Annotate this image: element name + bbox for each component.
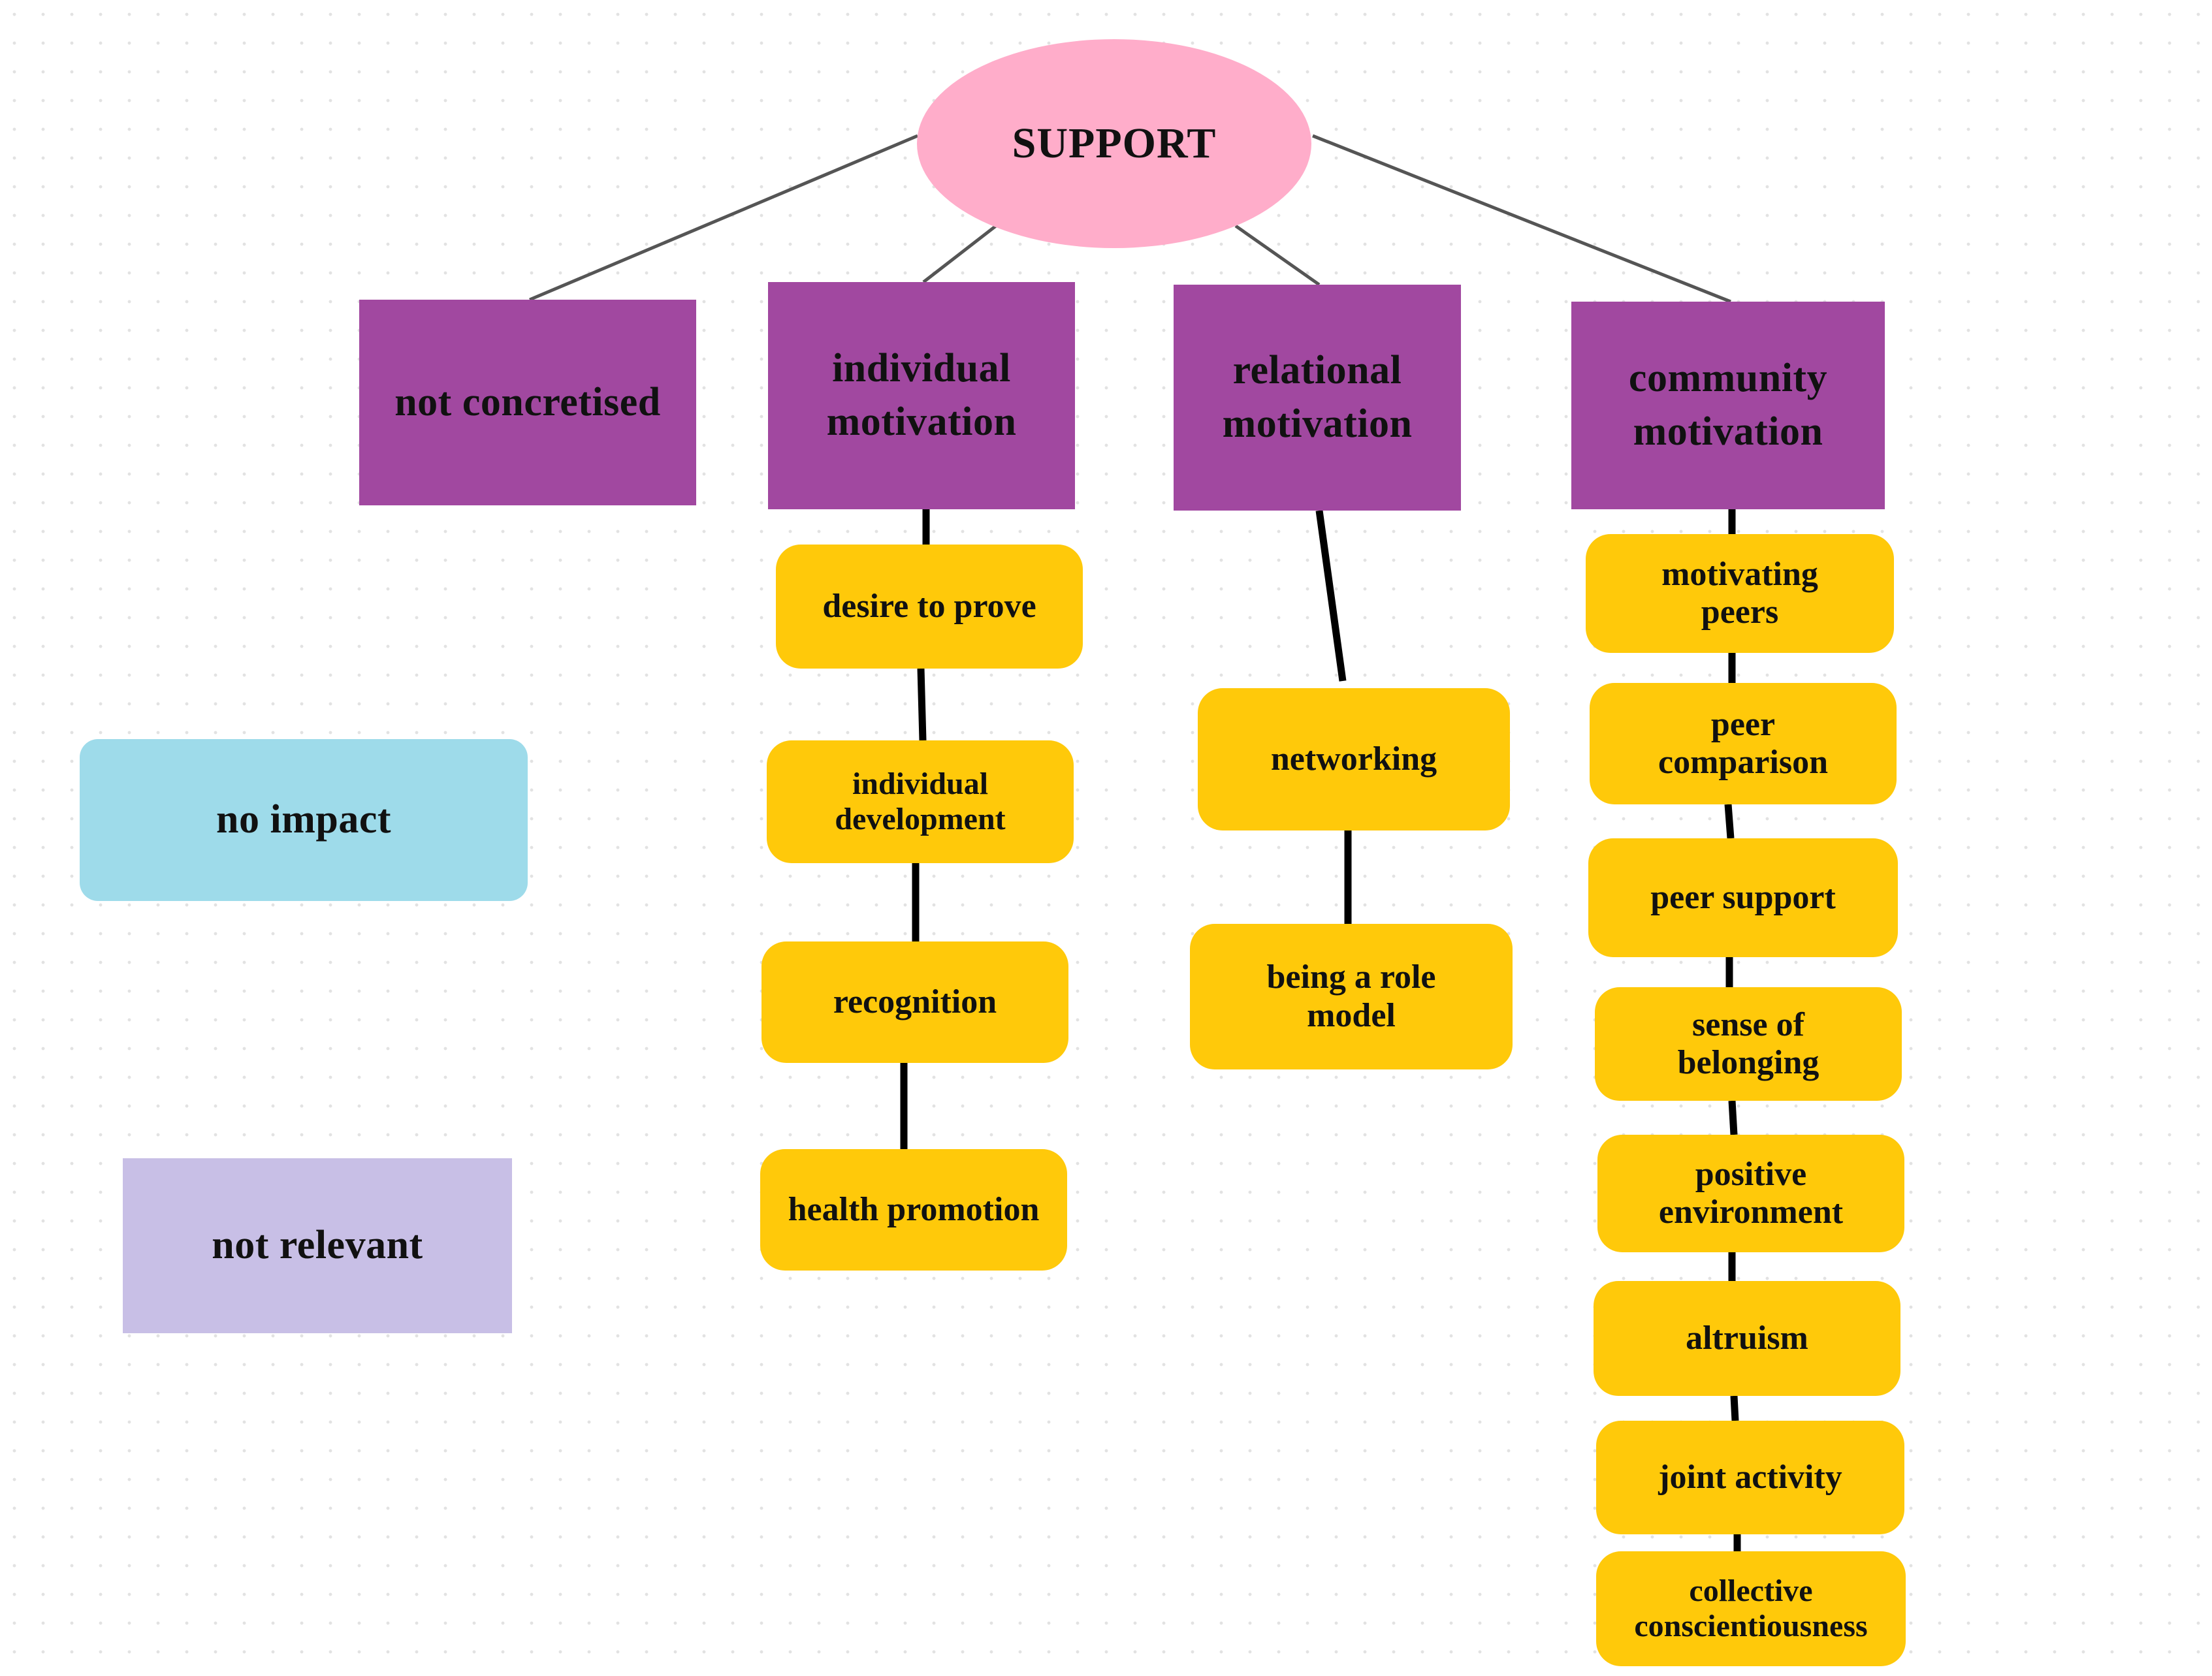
root-to-relational-line [1234, 224, 1321, 287]
item-label: networking [1270, 740, 1437, 778]
category-label: individual motivation [826, 346, 1017, 444]
legend-no-impact-label: no impact [216, 797, 391, 842]
category-relational-motivation: relational motivation [1174, 285, 1461, 511]
item-collective-conscientiousness: collective conscientiousness [1596, 1551, 1906, 1666]
community-chain-line-5 [1728, 1100, 1738, 1135]
root-to-individual-line [922, 225, 997, 283]
legend-not-relevant-label: not relevant [212, 1223, 423, 1268]
item-positive-environment: positive environment [1597, 1135, 1904, 1252]
item-peer-support: peer support [1588, 838, 1898, 957]
item-desire-to-prove: desire to prove [776, 545, 1083, 669]
item-joint-activity: joint activity [1596, 1421, 1904, 1534]
item-label: recognition [833, 983, 997, 1020]
root-to-community-line [1312, 134, 1731, 304]
item-peer-comparison: peer comparison [1590, 683, 1897, 804]
item-label: positive environment [1658, 1155, 1844, 1231]
legend-no-impact: no impact [80, 739, 528, 901]
category-community-motivation: community motivation [1571, 302, 1885, 509]
category-not-concretised: not concretised [359, 300, 696, 505]
category-label: relational motivation [1222, 348, 1413, 446]
item-label: altruism [1686, 1319, 1808, 1357]
item-sense-of-belonging: sense of belonging [1595, 987, 1902, 1101]
item-label: peer support [1650, 878, 1836, 916]
item-label: desire to prove [822, 587, 1036, 625]
chain-connectors [900, 509, 1741, 1551]
relational-chain-line-1 [1315, 510, 1347, 682]
item-label: joint activity [1658, 1458, 1842, 1496]
item-label: sense of belonging [1677, 1005, 1819, 1081]
support-root-node: SUPPORT [917, 39, 1311, 248]
item-label: being a role model [1266, 958, 1436, 1034]
item-label: collective conscientiousness [1634, 1573, 1868, 1643]
legend-not-relevant: not relevant [123, 1158, 512, 1333]
item-health-promotion: health promotion [760, 1149, 1067, 1271]
item-label: individual development [835, 767, 1006, 836]
item-label: health promotion [788, 1190, 1040, 1228]
item-recognition: recognition [761, 941, 1068, 1063]
category-label: community motivation [1628, 356, 1828, 454]
item-individual-development: individual development [767, 740, 1074, 863]
individual-chain-line-2 [917, 668, 927, 741]
root-connectors [529, 134, 1731, 304]
item-networking: networking [1198, 688, 1510, 830]
community-chain-line-7 [1730, 1395, 1739, 1421]
category-label: not concretised [394, 379, 661, 424]
community-chain-line-3 [1724, 804, 1735, 839]
item-motivating-peers: motivating peers [1586, 534, 1894, 653]
item-label: motivating peers [1661, 555, 1818, 631]
item-altruism: altruism [1594, 1281, 1900, 1396]
support-root-label: SUPPORT [1012, 119, 1217, 168]
root-to-not-concretised-line [529, 134, 918, 302]
category-individual-motivation: individual motivation [768, 282, 1075, 509]
item-label: peer comparison [1658, 705, 1828, 781]
item-being-a-role-model: being a role model [1190, 924, 1513, 1069]
